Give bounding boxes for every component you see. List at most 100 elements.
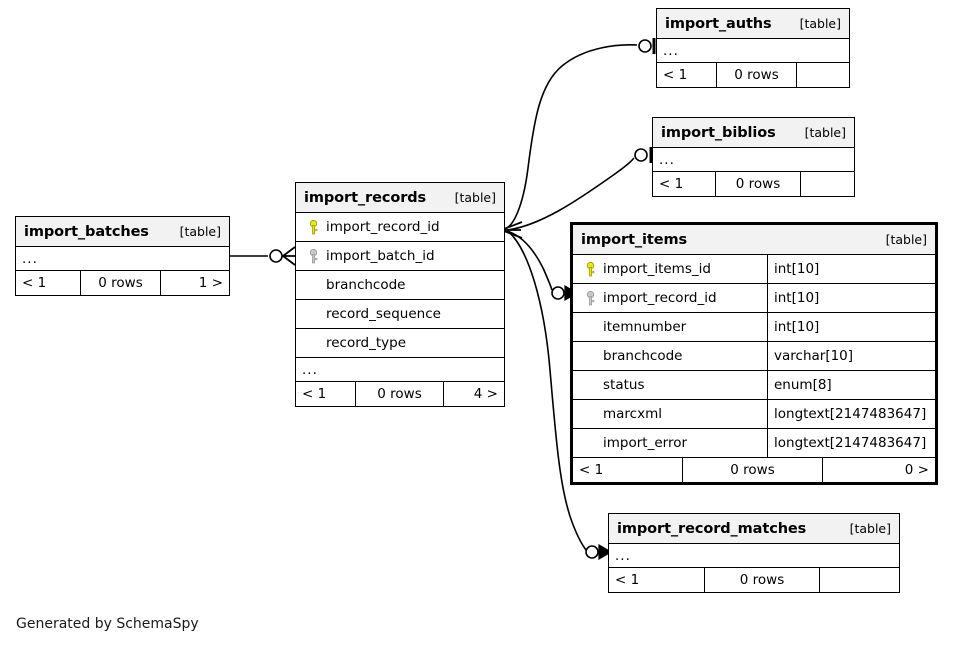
column-row[interactable]: branchcode: [296, 271, 504, 300]
relationship-import_records-import_items: [503, 230, 579, 302]
columns-ellipsis: ...: [16, 247, 229, 271]
footer-rowcount: 0 rows: [81, 271, 161, 295]
footer-children: 0 >: [904, 462, 929, 478]
table-header: import_record_matches [table]: [609, 514, 899, 544]
column-name: branchcode: [603, 348, 683, 364]
column-type: longtext[2147483647]: [767, 429, 935, 457]
columns-ellipsis: ...: [296, 358, 504, 382]
relationship-import_records-import_auths: [503, 38, 656, 230]
column-row[interactable]: marcxml longtext[2147483647]: [573, 400, 935, 429]
table-title: import_biblios: [661, 124, 776, 141]
table-columns: import_items_id int[10] import_record_id…: [573, 255, 935, 458]
column-row[interactable]: import_error longtext[2147483647]: [573, 429, 935, 458]
columns-ellipsis: ...: [609, 544, 899, 568]
table-title: import_record_matches: [617, 520, 807, 537]
footer-children: [801, 172, 854, 196]
table-title: import_records: [304, 189, 427, 206]
column-name: import_items_id: [603, 261, 711, 277]
table-header: import_items [table]: [573, 225, 935, 255]
table-columns: import_record_id import_batch_id branchc…: [296, 213, 504, 382]
column-type: enum[8]: [767, 371, 935, 399]
footer-rowcount: 0 rows: [356, 382, 444, 406]
columns-ellipsis: ...: [657, 39, 849, 63]
table-footer: < 1 0 rows: [653, 172, 854, 196]
table-import_auths[interactable]: import_auths [table] ... < 1 0 rows: [656, 8, 850, 88]
footer-parents: < 1: [296, 382, 356, 406]
column-row[interactable]: import_items_id int[10]: [573, 255, 935, 284]
table-import_record_matches[interactable]: import_record_matches [table] ... < 1 0 …: [608, 513, 900, 593]
table-kind-label: [table]: [885, 232, 927, 247]
table-import_biblios[interactable]: import_biblios [table] ... < 1 0 rows: [652, 117, 855, 197]
table-columns: ...: [653, 148, 854, 172]
crows-foot-many: [503, 221, 523, 230]
table-footer: < 1 0 rows 1 >: [16, 271, 229, 295]
relationship-import_batches-import_records: [230, 246, 296, 266]
column-row[interactable]: branchcode varchar[10]: [573, 342, 935, 371]
table-import_records[interactable]: import_records [table] import_record_id …: [295, 182, 505, 407]
table-title: import_auths: [665, 15, 772, 32]
cardinality-zero-circle: [551, 286, 565, 300]
table-kind-label: [table]: [804, 125, 846, 140]
footer-children: [797, 63, 849, 87]
table-import_items[interactable]: import_items [table] import_items_id int…: [570, 222, 938, 485]
footer-rowcount: 0 rows: [717, 63, 797, 87]
column-row[interactable]: itemnumber int[10]: [573, 313, 935, 342]
cardinality-zero-circle: [638, 39, 652, 53]
crows-foot-many: [281, 246, 296, 266]
column-row[interactable]: import_batch_id: [296, 242, 504, 271]
column-name: branchcode: [326, 277, 406, 293]
cardinality-zero-circle: [585, 545, 599, 559]
footer-parents: < 1: [16, 271, 81, 295]
footer-children: [820, 568, 899, 592]
relationship-import_records-import_biblios: [504, 147, 653, 231]
footer-parents: < 1: [657, 63, 717, 87]
footer-children: 4 >: [473, 386, 498, 402]
column-type: int[10]: [767, 284, 935, 312]
table-title: import_batches: [24, 223, 149, 240]
table-title: import_items: [581, 231, 688, 248]
table-kind-label: [table]: [799, 16, 841, 31]
column-row[interactable]: record_type: [296, 329, 504, 358]
crows-foot-many: [503, 230, 523, 239]
footer-rowcount: 0 rows: [705, 568, 820, 592]
table-kind-label: [table]: [454, 190, 496, 205]
column-row[interactable]: import_record_id: [296, 213, 504, 242]
table-columns: ...: [16, 247, 229, 271]
table-header: import_batches [table]: [16, 217, 229, 247]
column-type: int[10]: [767, 313, 935, 341]
footer-children: 1 >: [198, 275, 223, 291]
column-name: status: [603, 377, 645, 393]
primary-key-icon: [579, 261, 601, 277]
table-header: import_biblios [table]: [653, 118, 854, 148]
table-columns: ...: [609, 544, 899, 568]
column-name: record_sequence: [326, 306, 441, 322]
footer-parents: < 1: [609, 568, 705, 592]
column-name: import_batch_id: [326, 248, 435, 264]
table-import_batches[interactable]: import_batches [table] ... < 1 0 rows 1 …: [15, 216, 230, 296]
column-row[interactable]: import_record_id int[10]: [573, 284, 935, 313]
table-kind-label: [table]: [179, 224, 221, 239]
table-header: import_records [table]: [296, 183, 504, 213]
columns-ellipsis: ...: [653, 148, 854, 172]
column-name: import_record_id: [603, 290, 717, 306]
table-footer: < 1 0 rows: [657, 63, 849, 87]
column-name: marcxml: [603, 406, 662, 422]
table-footer: < 1 0 rows: [609, 568, 899, 592]
cardinality-zero-circle: [634, 148, 648, 162]
column-row[interactable]: record_sequence: [296, 300, 504, 329]
cardinality-zero-circle: [269, 249, 283, 263]
table-footer: < 1 0 rows 4 >: [296, 382, 504, 406]
footer-parents: < 1: [573, 458, 683, 482]
table-header: import_auths [table]: [657, 9, 849, 39]
primary-key-icon: [302, 219, 324, 235]
generated-by-credit: Generated by SchemaSpy: [16, 616, 199, 632]
table-footer: < 1 0 rows 0 >: [573, 458, 935, 482]
column-name: import_error: [603, 435, 688, 451]
footer-parents: < 1: [653, 172, 716, 196]
table-columns: ...: [657, 39, 849, 63]
column-type: longtext[2147483647]: [767, 400, 935, 428]
column-name: import_record_id: [326, 219, 440, 235]
column-row[interactable]: status enum[8]: [573, 371, 935, 400]
column-name: record_type: [326, 335, 407, 351]
